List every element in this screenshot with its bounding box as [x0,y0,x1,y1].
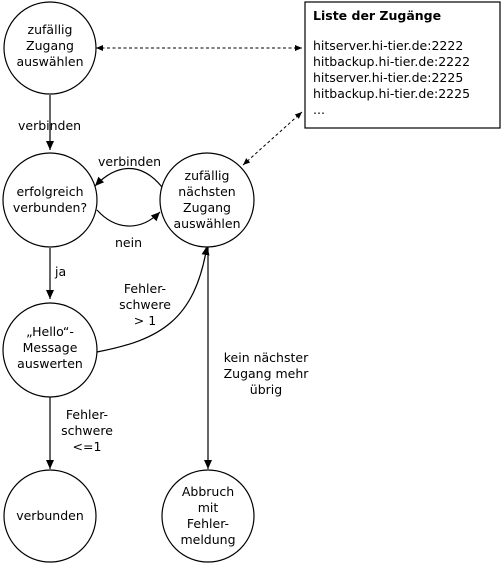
node-label-line: Abbruch [182,484,234,499]
edge-label-no-next: übrig [250,382,282,397]
edge-hello-to-next [96,245,210,353]
node-abort: Abbruch mit Fehler- meldung [161,469,255,563]
node-label-line: meldung [180,532,235,547]
access-list-title: Liste der Zugänge [313,8,441,23]
edge-label-severity-low: <=1 [73,439,102,454]
edge-label-connect: verbinden [18,118,81,133]
node-label-line: auswählen [17,54,84,69]
node-connected: verbunden [3,469,97,563]
node-label-line: verbunden? [13,200,87,215]
edge-label-yes: ja [54,264,66,279]
edge-label-severity-high: Fehler- [124,281,166,296]
edges [46,45,303,469]
edge-label-severity-high: schwere [119,297,171,312]
access-list-box: Liste der Zugänge hitserver.hi-tier.de:2… [304,1,501,129]
node-label-line: auswählen [174,216,241,231]
access-list-item: hitserver.hi-tier.de:2222 [313,38,463,53]
edge-label-no: nein [115,235,142,250]
access-list-item: hitserver.hi-tier.de:2225 [313,70,463,85]
edge-labels: verbinden verbinden nein ja Fehler- schw… [18,118,309,454]
access-list-item: ... [313,102,325,117]
node-label-line: zufällig [185,168,230,183]
node-label-line: mit [198,500,219,515]
edge-label-severity-low: Fehler- [66,407,108,422]
access-list-item: hitbackup.hi-tier.de:2222 [313,54,470,69]
edge-label-no-next: kein nächster [224,350,309,365]
edge-next-to-list [242,111,303,166]
node-label-line: zufällig [28,22,73,37]
node-label-line: nächsten [178,184,235,199]
node-label-line: Fehler- [187,516,229,531]
edge-label-severity-low: schwere [61,423,113,438]
edge-label-no-next: Zugang mehr [224,366,310,381]
edge-next-to-connected [94,167,163,188]
edge-connected-to-next [96,209,161,227]
node-label-line: „Hello“- [26,324,74,339]
node-label-line: Zugang [183,200,231,215]
node-select-random: zufällig Zugang auswählen [3,1,97,95]
node-label-line: verbunden [16,508,84,523]
edge-label-severity-high: > 1 [134,313,156,328]
node-label-line: Message [23,340,78,355]
node-select-next: zufällig nächsten Zugang auswählen [159,152,255,248]
node-connected-question: erfolgreich verbunden? [2,152,98,248]
access-list-item: hitbackup.hi-tier.de:2225 [313,86,470,101]
node-label-line: Zugang [26,38,74,53]
node-label-line: auswerten [17,356,83,371]
node-evaluate-hello: „Hello“- Message auswerten [2,302,98,398]
node-label-line: erfolgreich [16,184,83,199]
edge-label-connect: verbinden [98,154,161,169]
